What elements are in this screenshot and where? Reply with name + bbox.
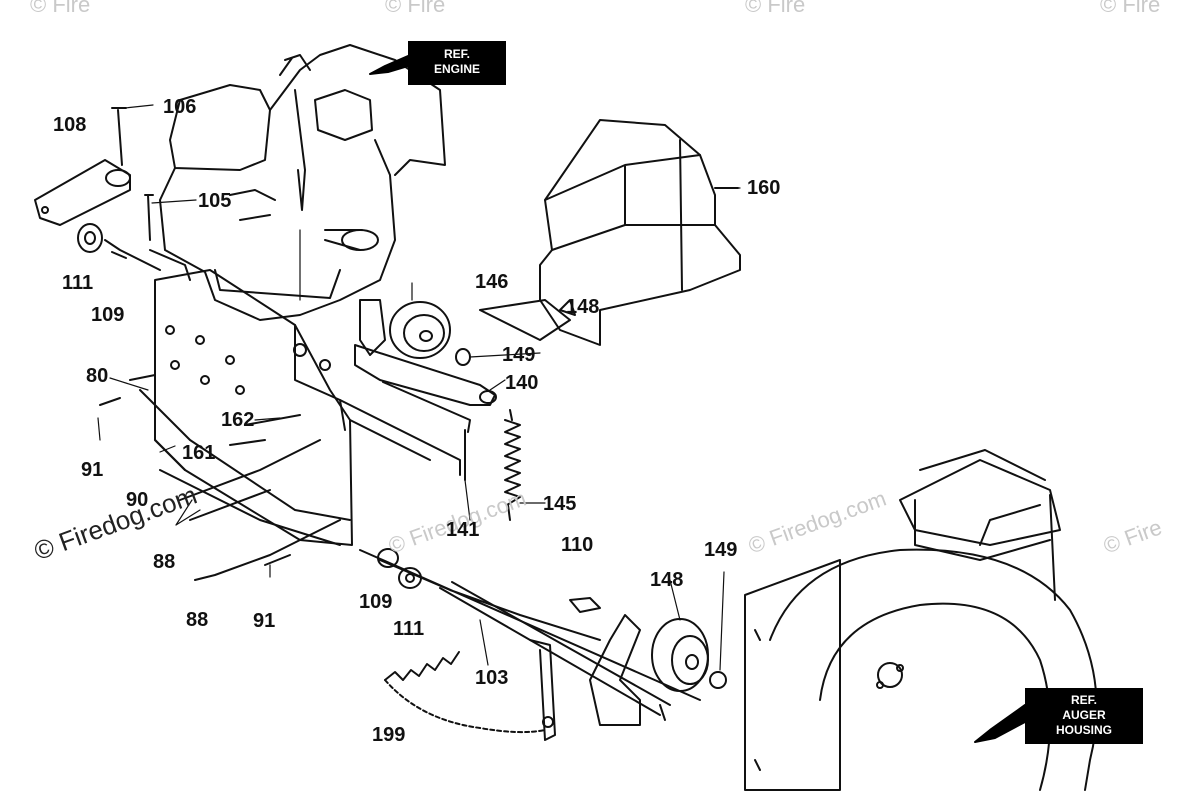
part-label-103: 103 [475, 667, 509, 689]
part-label-105: 105 [198, 190, 232, 212]
ref-engine-callout: REF. ENGINE [408, 41, 506, 85]
spring-145-drawing [504, 409, 521, 521]
part-label-106: 106 [163, 96, 197, 118]
watermark-top-1: © Fire [30, 0, 91, 17]
part-label-145: 145 [543, 493, 577, 515]
part-label-108: 108 [53, 114, 87, 136]
part-label-88-lower: 88 [186, 609, 209, 631]
auger-callout-arrow [974, 704, 1026, 743]
watermark-top-3: © Fire [745, 0, 806, 17]
left-bracket-drawing [34, 107, 191, 281]
part-label-90: 90 [126, 489, 149, 511]
part-label-88-upper: 88 [153, 551, 176, 573]
part-label-141: 141 [446, 519, 480, 541]
brace-drawing [99, 397, 341, 581]
belt-cover-drawing [539, 119, 741, 346]
ref-auger-line-2: AUGER [1062, 708, 1106, 722]
part-label-146: 146 [475, 271, 509, 293]
engine-drawing [159, 44, 446, 321]
part-label-109-top: 109 [91, 304, 125, 326]
ref-auger-housing-callout: REF. AUGER HOUSING [1025, 688, 1143, 744]
ref-auger-line-1: REF. [1070, 693, 1097, 707]
spring-199-drawing [384, 651, 546, 734]
part-label-162: 162 [221, 409, 255, 431]
idler-arm-drawing [354, 299, 576, 481]
part-label-161: 161 [182, 442, 216, 464]
part-label-80: 80 [86, 365, 109, 387]
ref-engine-line-1: REF. [443, 47, 470, 61]
part-label-148-bottom: 148 [650, 569, 684, 591]
leader-lines [97, 104, 741, 671]
part-label-111-bottom: 111 [393, 618, 425, 640]
part-label-91-lower: 91 [253, 610, 276, 632]
part-label-149-bottom: 149 [704, 539, 738, 561]
watermark-top-2: © Fire [385, 0, 446, 17]
part-label-149-top: 149 [502, 344, 536, 366]
ref-auger-line-3: HOUSING [1055, 723, 1112, 737]
part-label-91-left: 91 [81, 459, 104, 481]
frame-plate-drawing [129, 269, 461, 546]
part-label-111-top: 111 [62, 272, 94, 294]
part-label-140: 140 [505, 372, 539, 394]
part-label-160: 160 [747, 177, 781, 199]
part-label-109-bottom: 109 [359, 591, 393, 613]
part-label-110: 110 [561, 534, 594, 556]
part-label-199: 199 [372, 724, 406, 746]
ref-engine-line-2: ENGINE [433, 62, 480, 76]
lower-shaft-drawing [359, 548, 727, 741]
watermark-top-4: © Fire [1100, 0, 1161, 17]
part-label-148-top: 148 [566, 296, 600, 318]
